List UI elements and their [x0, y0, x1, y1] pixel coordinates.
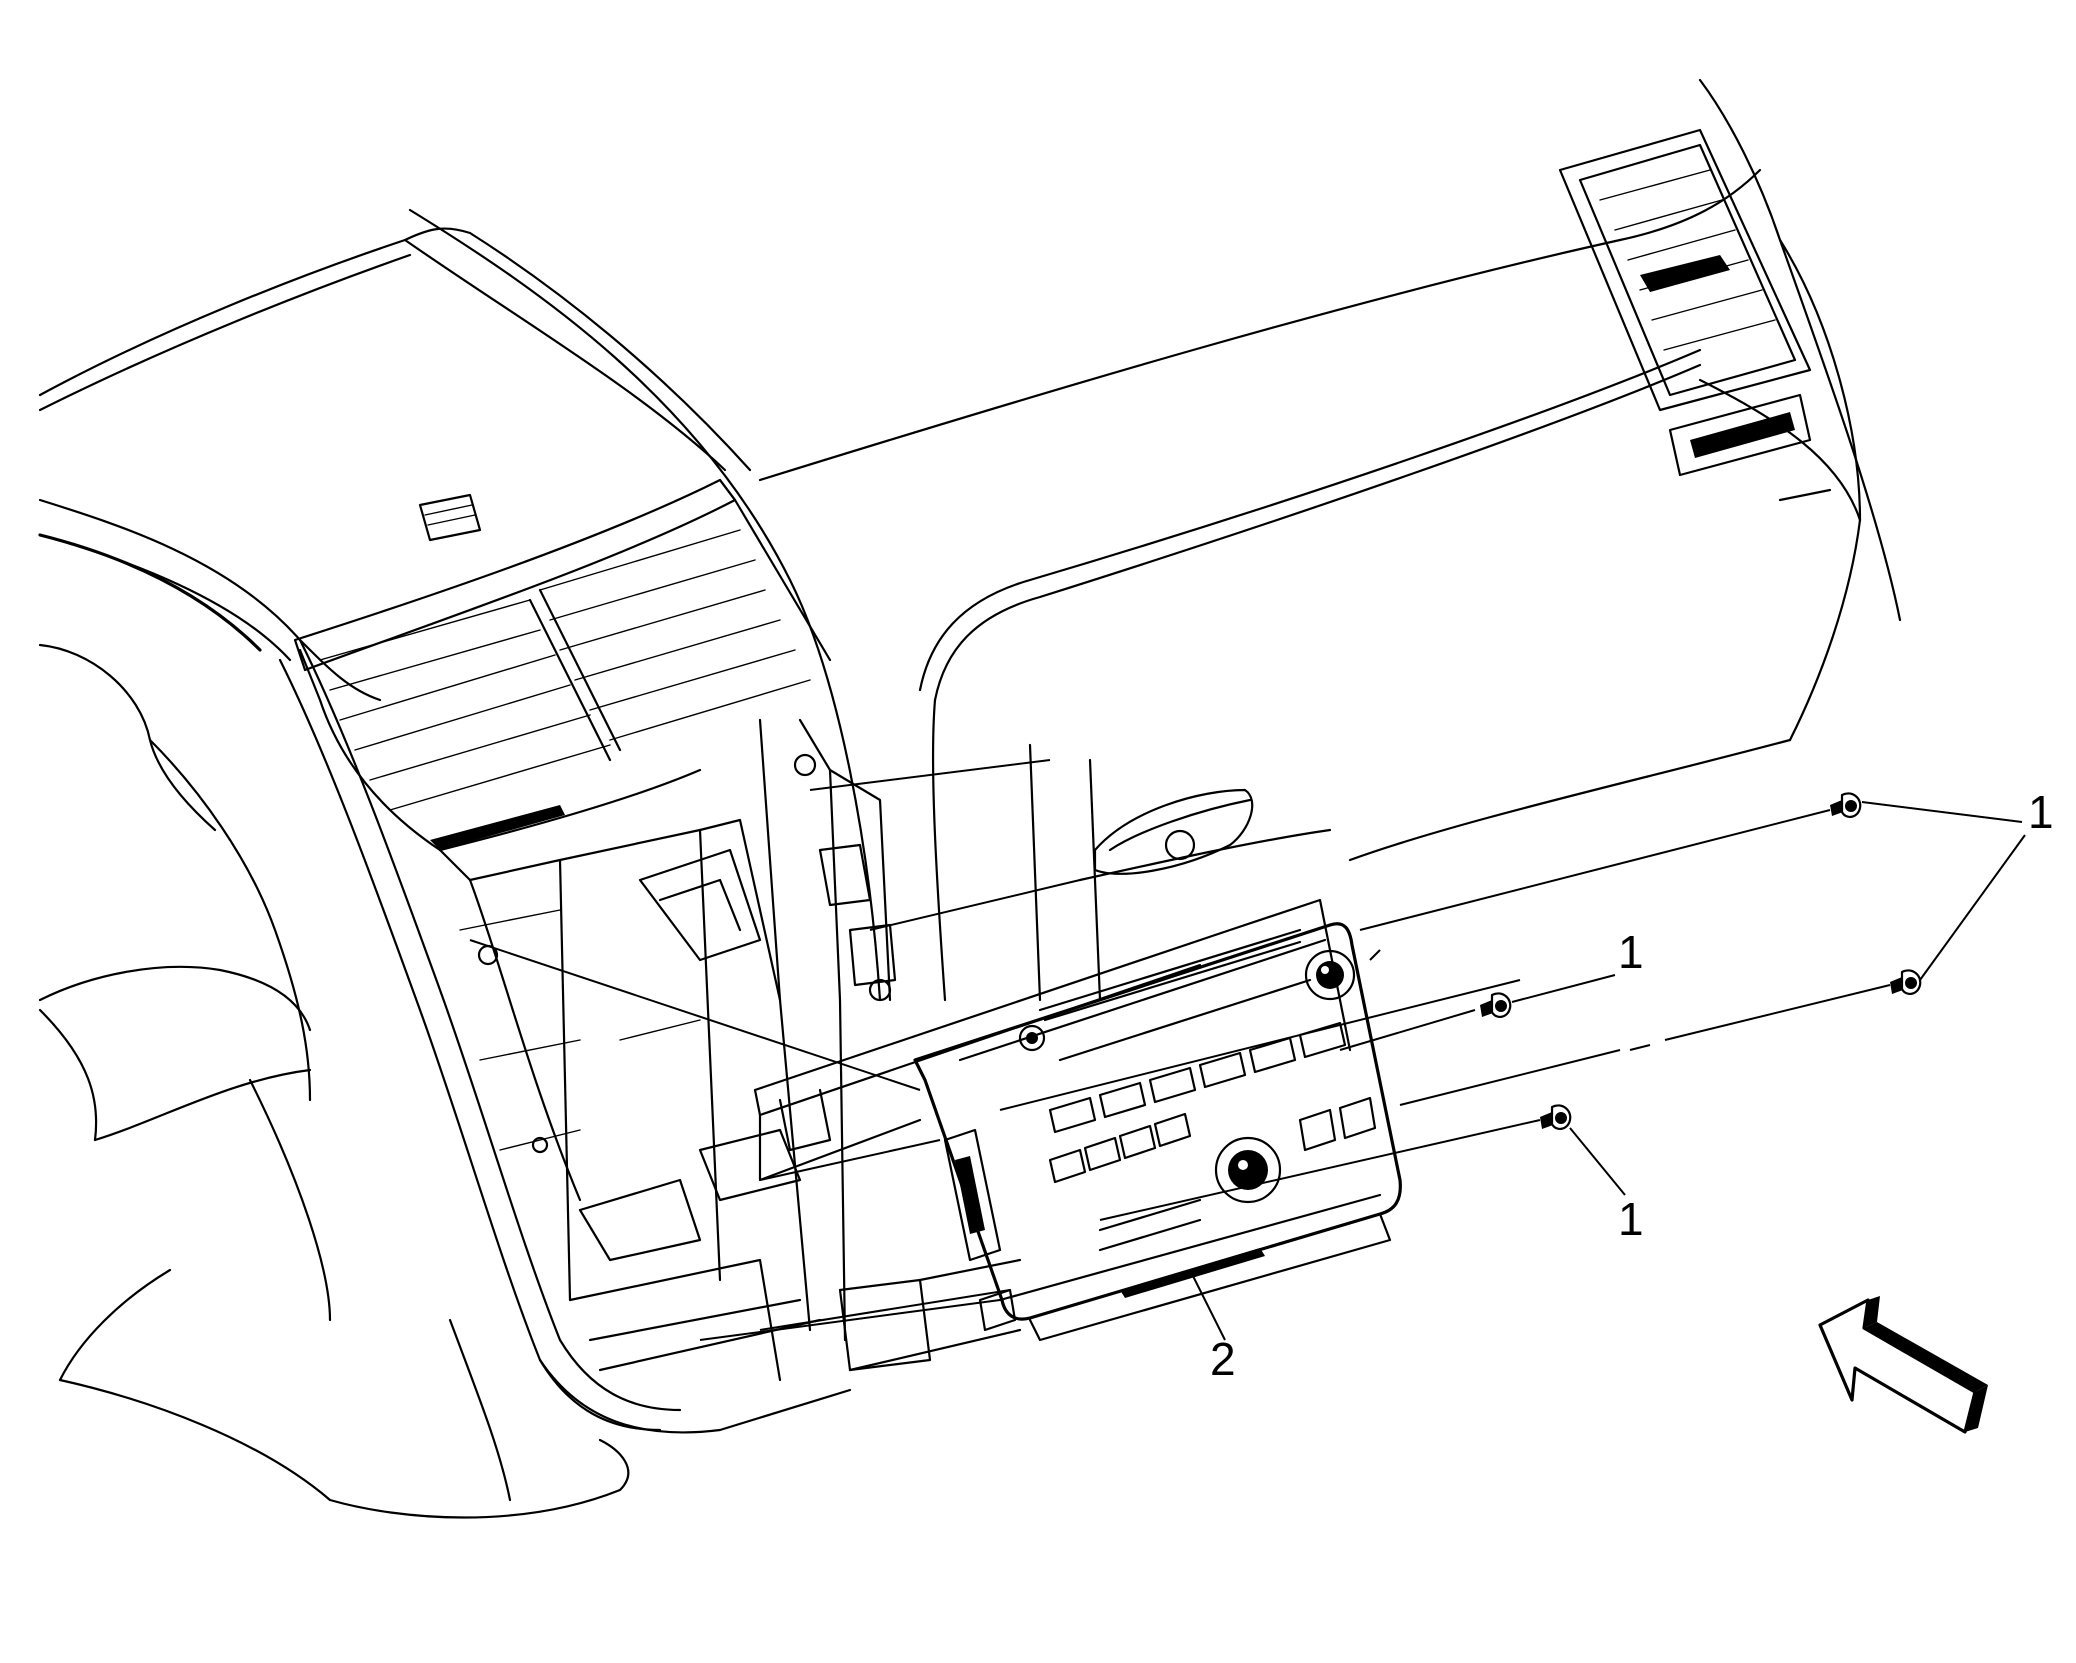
center-air-vents [293, 478, 832, 852]
callout-fastener-upper-right: 1 [2028, 786, 2054, 838]
preset-buttons [1048, 1021, 1347, 1134]
callout-fastener-lower: 1 [1618, 1193, 1644, 1245]
side-air-vent [1558, 128, 1812, 477]
callout-radio-assembly: 2 [1210, 1333, 1236, 1385]
fastener-far-right [1890, 969, 1922, 995]
function-buttons [1048, 1096, 1377, 1252]
fastener-middle [1480, 992, 1512, 1018]
view-direction-arrow-icon [1818, 1296, 1988, 1434]
callout-fastener-middle: 1 [1618, 926, 1644, 978]
radio-assembly [753, 898, 1402, 1372]
callout-labels: 1 1 1 2 [1210, 786, 2054, 1385]
instrument-panel [38, 78, 1902, 1519]
volume-knob [1304, 949, 1356, 1001]
alignment-lines [469, 759, 1891, 1341]
fastener-upper-right [1830, 792, 1862, 818]
callout-leaders [1189, 801, 2026, 1341]
tuning-knob [1214, 1136, 1282, 1204]
vent-slot-icon [418, 493, 482, 542]
radio-cavity [438, 718, 897, 1382]
fastener-lower [1540, 1104, 1572, 1130]
